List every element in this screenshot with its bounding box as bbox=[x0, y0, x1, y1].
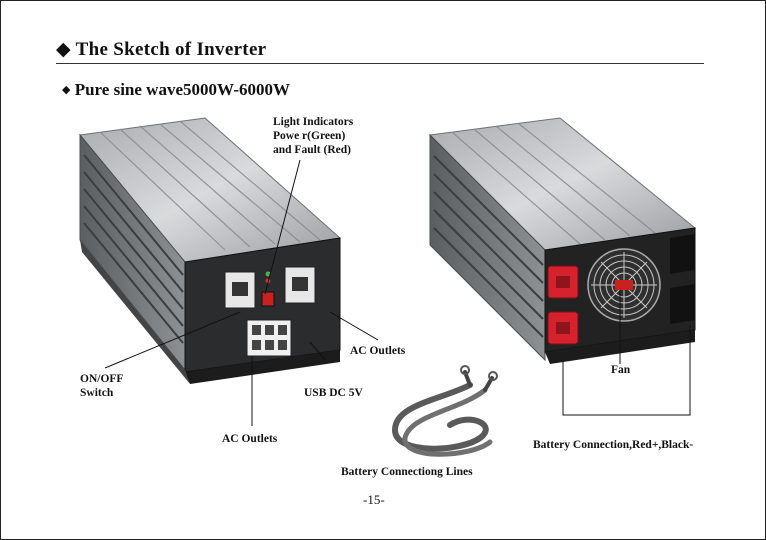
page-number: -15- bbox=[363, 492, 385, 508]
ac-outlets-right-label: AC Outlets bbox=[350, 344, 405, 358]
inverter-front-view bbox=[80, 118, 340, 384]
inverter-rear-view bbox=[430, 118, 695, 364]
light-indicators-label: Light Indicators Powe r(Green) and Fault… bbox=[273, 115, 353, 157]
battery-connection-label: Battery Connection,Red+,Black- bbox=[533, 438, 693, 452]
light-indicators-line-2: Powe r(Green) bbox=[273, 129, 353, 143]
fan-label: Fan bbox=[611, 363, 630, 377]
on-off-switch-line-1: ON/OFF bbox=[80, 372, 123, 386]
ac-outlets-bottom-label: AC Outlets bbox=[222, 432, 277, 446]
light-indicators-line-3: and Fault (Red) bbox=[273, 143, 353, 157]
battery-cables bbox=[395, 372, 492, 454]
on-off-switch-label: ON/OFF Switch bbox=[80, 372, 123, 400]
on-off-switch-line-2: Switch bbox=[80, 386, 123, 400]
battery-lines-label: Battery Connectiong Lines bbox=[341, 465, 473, 479]
usb-label: USB DC 5V bbox=[304, 386, 363, 400]
light-indicators-line-1: Light Indicators bbox=[273, 115, 353, 129]
